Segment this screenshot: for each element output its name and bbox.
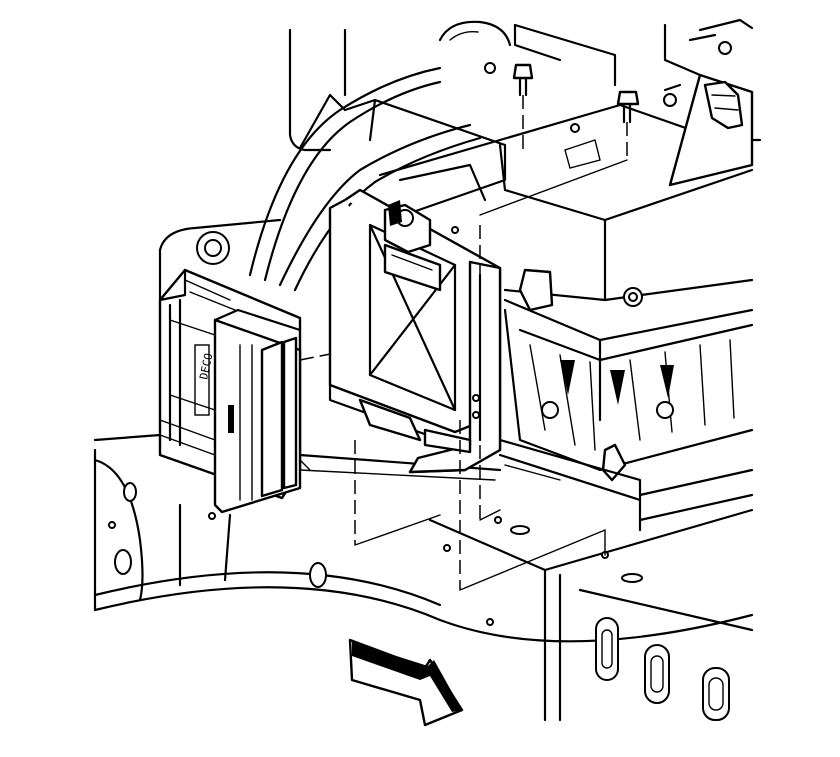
ecm-bracket [328,159,628,591]
connector-label: DECO [197,352,215,381]
forward-arrow-icon [348,638,464,727]
inner-fender-panel [93,218,754,722]
wiring-harness [248,66,482,292]
lower-ribbed-housing [498,308,754,532]
connector-label-text: DECO [197,352,215,381]
ecm-module: DECO [158,268,351,514]
bolt-right [616,90,640,160]
bolt-left [512,63,534,150]
engine-compartment-structure [288,18,762,422]
